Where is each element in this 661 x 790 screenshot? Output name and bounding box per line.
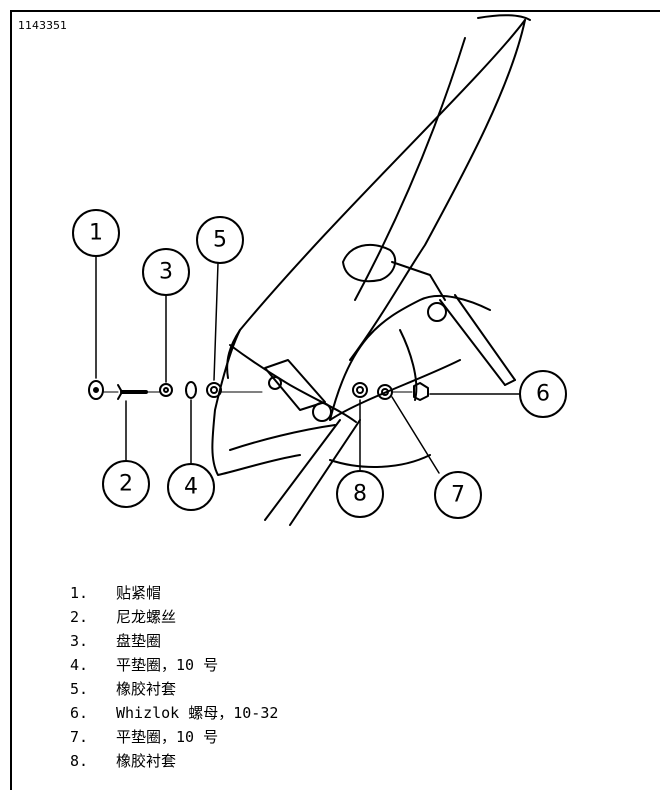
part-4-washer	[185, 381, 197, 399]
fairing-curve-2	[329, 359, 461, 421]
handlebar-clamp	[427, 302, 447, 322]
fairing-detail-2	[399, 329, 418, 401]
legend-item-number: 1.	[70, 584, 89, 602]
windshield-right-edge	[349, 19, 526, 361]
exploded-view-diagram: 1 2 3 4 5 6 7 8	[72, 14, 567, 526]
callout-6-label: 6	[536, 382, 550, 407]
legend-item-number: 8.	[70, 752, 89, 770]
legend-item: 6. Whizlok 螺母，10-32	[70, 701, 278, 725]
bracket-plate	[264, 359, 326, 411]
callout-1-label: 1	[89, 221, 103, 246]
legend-item-text: 盘垫圈	[116, 632, 162, 650]
legend-item: 7. 平垫圈，10 号	[70, 725, 278, 749]
figure-frame	[10, 10, 660, 790]
legend-item: 3. 盘垫圈	[70, 629, 278, 653]
legend-item-number: 2.	[70, 608, 89, 626]
leader-7	[391, 396, 440, 474]
part-5-bushing-inner	[210, 386, 218, 394]
callout-6-circle	[519, 370, 567, 418]
bracket-outline	[211, 329, 301, 476]
legend-item-text: 橡胶衬套	[116, 752, 177, 770]
legend-item-number: 4.	[70, 656, 89, 674]
windshield-inner-edge	[354, 37, 466, 301]
legend-item: 1. 贴紧帽	[70, 581, 278, 605]
callout-5-label: 5	[213, 228, 227, 253]
part-6-nut	[413, 382, 429, 401]
part-5-bushing	[206, 382, 222, 398]
legend-item-text: 尼龙螺丝	[116, 608, 177, 626]
callout-8-circle	[336, 470, 384, 518]
fork-line-1	[264, 419, 341, 521]
part-1-cap-center	[93, 387, 99, 393]
windshield-outline	[226, 19, 526, 379]
legend-item-number: 7.	[70, 728, 89, 746]
part-8-bushing	[352, 382, 368, 398]
part-3-washer-inner	[163, 387, 169, 393]
callout-8-label: 8	[353, 482, 367, 507]
fork-line-2	[289, 419, 361, 526]
bracket-bolt	[312, 402, 332, 422]
callout-5-circle	[196, 216, 244, 264]
part-7-washer-inner	[381, 388, 389, 396]
callout-1-circle	[72, 209, 120, 257]
legend-item-number: 6.	[70, 704, 89, 722]
mirror-head	[342, 243, 397, 283]
legend-item-number: 3.	[70, 632, 89, 650]
legend-item-text: 平垫圈，10 号	[116, 656, 219, 674]
callout-2-label: 2	[119, 472, 133, 497]
legend-item: 5. 橡胶衬套	[70, 677, 278, 701]
handlebar-tube-2	[454, 294, 516, 381]
handlebar-end	[504, 379, 516, 386]
legend-item: 4. 平垫圈，10 号	[70, 653, 278, 677]
fairing-curve	[329, 454, 431, 468]
legend-item: 2. 尼龙螺丝	[70, 605, 278, 629]
handlebar-tube	[439, 299, 506, 386]
leader-5	[213, 262, 219, 381]
windshield-top-edge	[477, 14, 531, 21]
callout-3-label: 3	[159, 260, 173, 285]
callout-4-circle	[167, 463, 215, 511]
callout-2-circle	[102, 460, 150, 508]
hardware-stack	[88, 380, 429, 401]
legend-item-text: 平垫圈，10 号	[116, 728, 219, 746]
parts-legend: 1. 贴紧帽 2. 尼龙螺丝 3. 盘垫圈 4. 平垫圈，10 号 5. 橡胶衬套 6. W…	[70, 581, 278, 773]
legend-item-text: 橡胶衬套	[116, 680, 177, 698]
part-1-cap	[88, 380, 104, 400]
bracket-hole	[268, 376, 282, 390]
part-8-bushing-inner	[356, 386, 364, 394]
fairing-detail	[329, 294, 491, 421]
legend-item-text: 贴紧帽	[116, 584, 162, 602]
callout-3-circle	[142, 248, 190, 296]
callout-7-circle	[434, 471, 482, 519]
legend-item: 8. 橡胶衬套	[70, 749, 278, 773]
callout-7-label: 7	[451, 483, 465, 508]
legend-item-number: 5.	[70, 680, 89, 698]
callout-4-label: 4	[184, 475, 198, 500]
bracket-arm	[229, 344, 357, 423]
bracket-lower-edge	[229, 424, 336, 451]
part-3-washer	[159, 383, 173, 397]
figure-id: 1143351	[18, 19, 67, 32]
legend-item-text: Whizlok 螺母，10-32	[116, 704, 279, 722]
mirror-stem	[391, 261, 446, 301]
